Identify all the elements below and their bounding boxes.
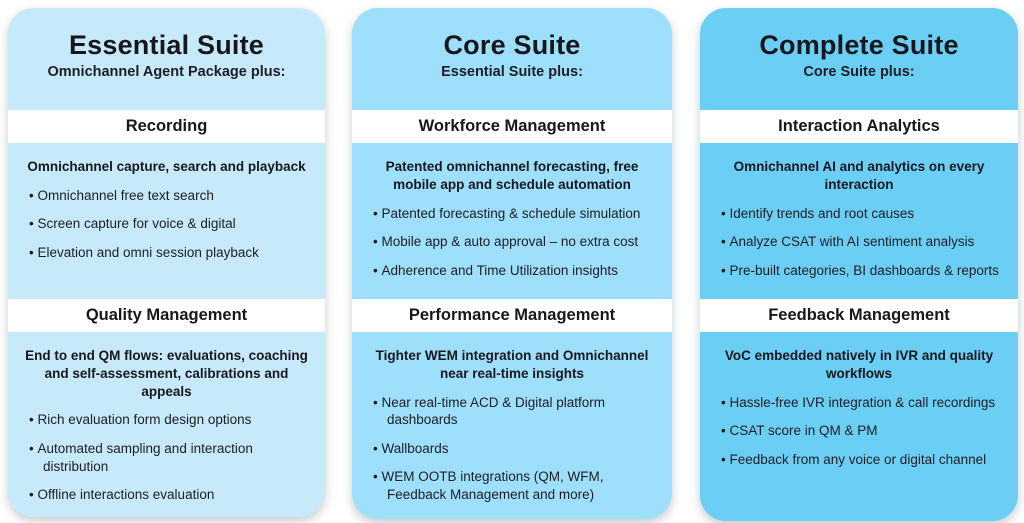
feature-list: Identify trends and root causes Analyze … <box>715 205 1003 280</box>
plan-title: Essential Suite <box>68 30 265 60</box>
section-header-recording: Recording <box>8 110 325 143</box>
card-header: Complete Suite Core Suite plus: <box>700 8 1018 110</box>
section-intro: VoC embedded natively in IVR and quality… <box>724 348 994 381</box>
feature-item: Screen capture for voice & digital <box>29 215 310 233</box>
feature-list: Omnichannel free text search Screen capt… <box>23 187 310 262</box>
plan-title: Complete Suite <box>759 30 959 60</box>
section-content: Omnichannel AI and analytics on every in… <box>700 143 1018 299</box>
section-intro: Tighter WEM integration and Omnichannel … <box>375 348 649 381</box>
section-content: End to end QM flows: evaluations, coachi… <box>8 332 325 517</box>
feature-item: CSAT score in QM & PM <box>721 422 1003 440</box>
feature-item: Patented forecasting & schedule simulati… <box>373 205 657 223</box>
feature-item: Analyze CSAT with AI sentiment analysis <box>721 233 1003 251</box>
section-content: Patented omnichannel forecasting, free m… <box>352 143 672 299</box>
section-header-feedback-management: Feedback Management <box>700 299 1018 332</box>
section-header-label: Interaction Analytics <box>778 117 940 135</box>
plan-subtitle: Omnichannel Agent Package plus: <box>47 64 286 80</box>
plan-card-complete-suite: Complete Suite Core Suite plus: Interact… <box>700 8 1018 521</box>
feature-item: Elevation and omni session playback <box>29 244 310 262</box>
section-header-interaction-analytics: Interaction Analytics <box>700 110 1018 143</box>
section-header-label: Feedback Management <box>768 306 950 324</box>
feature-item: Omnichannel free text search <box>29 187 310 205</box>
section-content: VoC embedded natively in IVR and quality… <box>700 332 1018 521</box>
card-header: Essential Suite Omnichannel Agent Packag… <box>8 8 325 110</box>
section-intro: Patented omnichannel forecasting, free m… <box>385 159 639 192</box>
plan-subtitle: Essential Suite plus: <box>441 64 583 80</box>
section-header-performance-management: Performance Management <box>352 299 672 332</box>
section-header-label: Performance Management <box>408 306 616 324</box>
plan-card-core-suite: Core Suite Essential Suite plus: Workfor… <box>352 8 672 519</box>
feature-item: WEM OOTB integrations (QM, WFM, Feedback… <box>373 468 657 503</box>
feature-item: Identify trends and root causes <box>721 205 1003 223</box>
feature-item: Adherence and Time Utilization insights <box>373 262 657 280</box>
section-intro: Omnichannel capture, search and playback <box>27 159 306 174</box>
plan-subtitle: Core Suite plus: <box>803 64 915 80</box>
feature-item: Mobile app & auto approval – no extra co… <box>373 233 657 251</box>
section-content: Tighter WEM integration and Omnichannel … <box>352 332 672 519</box>
feature-list: Rich evaluation form design options Auto… <box>23 411 310 503</box>
section-header-label: Workforce Management <box>418 117 606 135</box>
section-header-label: Quality Management <box>85 306 248 324</box>
section-intro: Omnichannel AI and analytics on every in… <box>733 159 985 192</box>
feature-item: Wallboards <box>373 440 657 458</box>
feature-item: Pre-built categories, BI dashboards & re… <box>721 262 1003 280</box>
section-header-label: Recording <box>125 117 208 135</box>
feature-item: Rich evaluation form design options <box>29 411 310 429</box>
section-content: Omnichannel capture, search and playback… <box>8 143 325 299</box>
feature-item: Near real-time ACD & Digital platform da… <box>373 394 657 429</box>
feature-item: Offline interactions evaluation <box>29 486 310 504</box>
feature-list: Hassle-free IVR integration & call recor… <box>715 394 1003 469</box>
section-header-quality-management: Quality Management <box>8 299 325 332</box>
section-intro: End to end QM flows: evaluations, coachi… <box>25 348 308 399</box>
feature-item: Feedback from any voice or digital chann… <box>721 451 1003 469</box>
plan-title: Core Suite <box>443 30 581 60</box>
feature-item: Automated sampling and interaction distr… <box>29 440 310 475</box>
feature-item: Hassle-free IVR integration & call recor… <box>721 394 1003 412</box>
feature-list: Patented forecasting & schedule simulati… <box>367 205 657 280</box>
feature-list: Near real-time ACD & Digital platform da… <box>367 394 657 504</box>
plan-card-essential-suite: Essential Suite Omnichannel Agent Packag… <box>8 8 325 517</box>
card-header: Core Suite Essential Suite plus: <box>352 8 672 110</box>
section-header-workforce-management: Workforce Management <box>352 110 672 143</box>
